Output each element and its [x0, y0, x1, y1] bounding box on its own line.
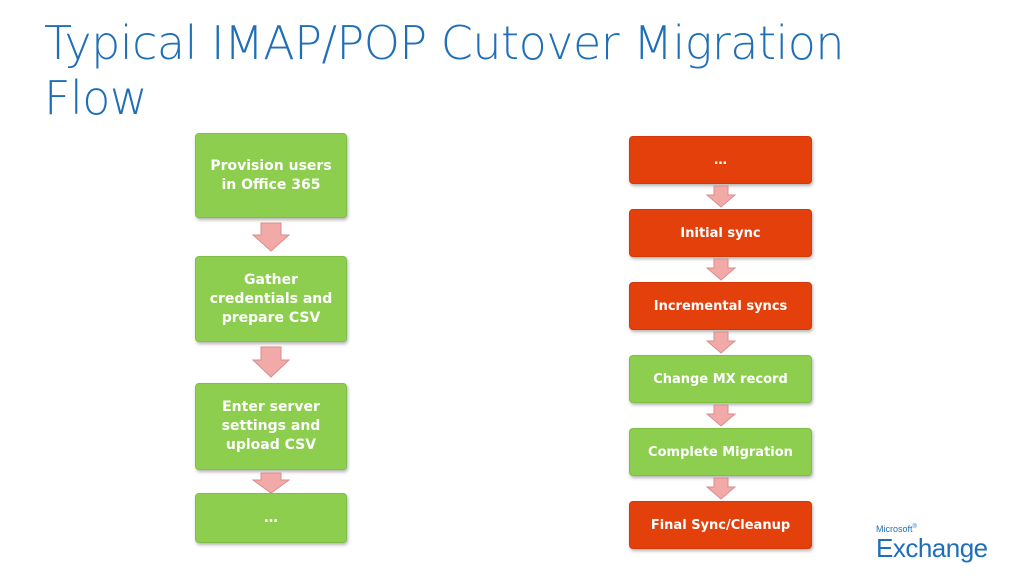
right-arrow-4	[706, 404, 736, 427]
right-arrow-3	[706, 331, 736, 354]
left-step-enter-server-settings: Enter server settings and upload CSV	[195, 383, 347, 470]
page-title: Typical IMAP/POP Cutover Migration Flow	[44, 16, 944, 126]
title-line-1: Typical IMAP/POP Cutover Migration	[44, 16, 845, 70]
left-step-gather-credentials: Gather credentials and prepare CSV	[195, 256, 347, 342]
logo-exchange-text: Exchange	[876, 533, 988, 563]
right-arrow-2	[706, 258, 736, 281]
left-step-ellipsis: …	[195, 493, 347, 543]
left-arrow-3	[252, 472, 290, 494]
right-arrow-1	[706, 185, 736, 208]
right-step-change-mx-record: Change MX record	[629, 355, 812, 403]
right-step-ellipsis: …	[629, 136, 812, 184]
left-arrow-2	[252, 346, 290, 378]
right-step-incremental-syncs: Incremental syncs	[629, 282, 812, 330]
microsoft-exchange-logo: Microsoft® Exchange	[876, 522, 988, 562]
right-step-final-sync-cleanup: Final Sync/Cleanup	[629, 501, 812, 549]
right-arrow-5	[706, 477, 736, 500]
logo-microsoft-text: Microsoft®	[876, 524, 917, 534]
right-step-complete-migration: Complete Migration	[629, 428, 812, 476]
title-line-2: Flow	[44, 71, 148, 125]
left-step-provision-users: Provision users in Office 365	[195, 133, 347, 218]
left-arrow-1	[252, 222, 290, 252]
right-step-initial-sync: Initial sync	[629, 209, 812, 257]
